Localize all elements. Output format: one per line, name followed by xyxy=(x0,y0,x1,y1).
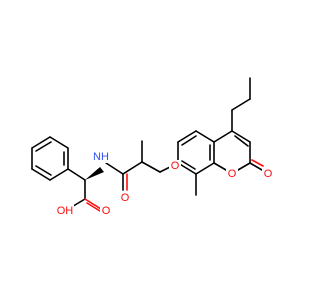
ether-oxygen-label: O xyxy=(171,160,180,172)
label-ether-oxygen: O xyxy=(169,160,181,173)
coumarin-pyranone-ring xyxy=(213,130,264,171)
acid-carbonyl-oxygen-label: O xyxy=(102,205,111,217)
ring-oxygen-label: O xyxy=(228,168,237,180)
coumarin-benzo-ring xyxy=(177,130,215,196)
hydroxyl-label: OH xyxy=(57,205,74,217)
propyl-chain xyxy=(231,77,251,132)
lactone-oxygen-label: O xyxy=(264,168,273,180)
nh-label: NH xyxy=(93,151,109,163)
label-acid-carbonyl-oxygen: O xyxy=(100,204,112,217)
label-hydroxyl: OH xyxy=(56,205,74,218)
amide-oxygen-label: O xyxy=(121,192,130,204)
label-amide-oxygen: O xyxy=(119,191,131,204)
molecule-structure-diagram: NH O O O O O OH xyxy=(31,77,274,218)
stereo-wedge-bond xyxy=(85,167,104,180)
label-ring-oxygen: O xyxy=(226,167,238,180)
amide-group xyxy=(105,140,173,191)
label-nh: NH xyxy=(92,150,110,163)
label-lactone-carbonyl-oxygen: O xyxy=(262,167,274,180)
phenyl-ring xyxy=(31,136,69,181)
carboxylic-acid-group xyxy=(67,168,102,212)
